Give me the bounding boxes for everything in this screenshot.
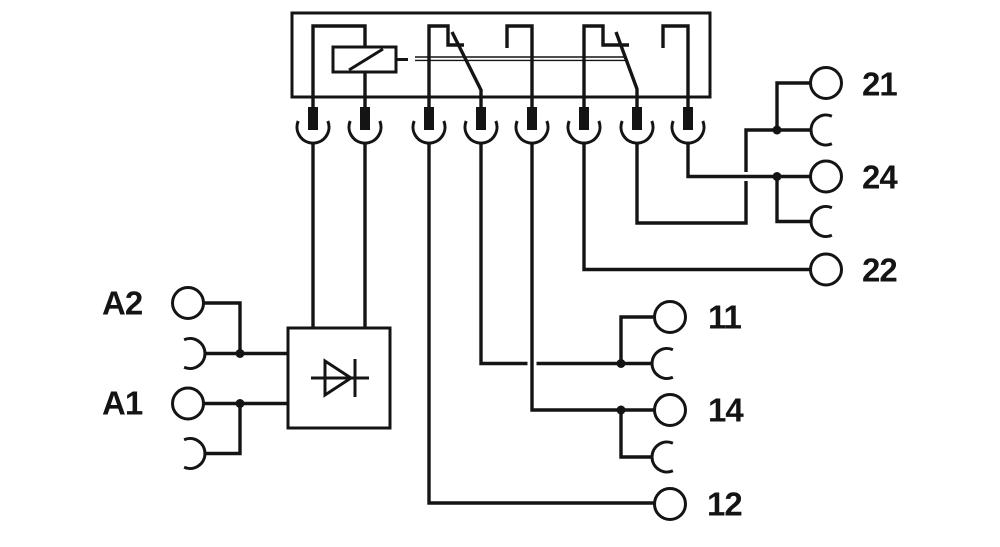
wire-pin4-to-11 — [479, 143, 655, 366]
wire-a2 — [203, 301, 289, 356]
terminal-circle-a1 — [171, 386, 205, 421]
terminal-label-11: 11 — [708, 298, 742, 336]
junction-dot — [616, 359, 626, 368]
pin-socket-icons — [295, 95, 706, 145]
pin-socket-icon-3 — [411, 95, 447, 145]
pin-socket-icon-1 — [295, 95, 331, 145]
socket-contact-icon-21 — [809, 113, 833, 147]
socket-contact-icon-14 — [650, 440, 674, 474]
wire-pin5-to-14 — [527, 143, 655, 459]
socket-contact-icon-11 — [650, 347, 674, 380]
terminal-label-22: 22 — [862, 251, 898, 289]
terminal-label-a1: A1 — [102, 384, 143, 422]
terminal-label-a2: A2 — [102, 284, 143, 322]
terminal-circle-a2 — [171, 286, 205, 320]
terminal-circle-11 — [653, 300, 687, 334]
junction-dot — [235, 399, 245, 408]
screw-terminal-icons — [171, 66, 843, 521]
terminal-circle-24 — [809, 159, 843, 194]
pin-socket-icon-6 — [566, 95, 602, 145]
junction-dots — [235, 125, 782, 415]
pin-socket-icon-8 — [670, 95, 706, 145]
wire-pin8-to-24 — [683, 143, 811, 224]
junction-dot — [616, 405, 626, 415]
wire-pin6-to-22 — [582, 143, 811, 272]
junction-dot — [772, 125, 782, 135]
socket-contact-icon-a1 — [183, 437, 207, 470]
pin-socket-icon-5 — [514, 95, 550, 145]
junction-dot — [772, 172, 782, 181]
relay-coil-icon — [331, 45, 398, 74]
socket-contact-icon-24 — [809, 205, 833, 238]
wire-a1 — [203, 401, 289, 456]
wire-pin3-to-12 — [427, 143, 655, 505]
changeover-contact-2-icon — [582, 24, 690, 97]
pin-socket-icon-7 — [619, 95, 655, 145]
diode-box-icon — [286, 326, 392, 430]
socket-contact-icon-a2 — [183, 337, 207, 370]
mechanical-link-icon — [396, 56, 626, 62]
terminal-circle-21 — [809, 66, 843, 100]
junction-dot — [235, 349, 245, 358]
terminal-label-12: 12 — [707, 485, 743, 523]
terminal-circle-12 — [653, 487, 687, 521]
relay-module-outline — [290, 11, 712, 99]
terminal-circle-22 — [809, 252, 843, 287]
pin-socket-icon-2 — [347, 95, 383, 145]
terminal-label-21: 21 — [862, 65, 898, 103]
wire-pin7-to-21 — [635, 81, 811, 225]
socket-contact-icons — [183, 113, 833, 474]
pin-socket-icon-4 — [463, 95, 499, 145]
changeover-contact-1-icon — [427, 24, 534, 97]
terminal-label-14: 14 — [708, 391, 744, 429]
terminal-label-24: 24 — [862, 158, 898, 196]
terminal-circle-14 — [653, 393, 687, 427]
